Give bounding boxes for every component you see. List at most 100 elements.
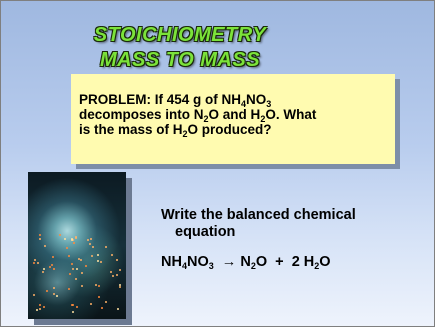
equation-text: + bbox=[275, 254, 284, 270]
spark-dot bbox=[111, 275, 114, 278]
spark-dot bbox=[68, 272, 71, 275]
spark-dot bbox=[75, 267, 78, 270]
spark-dot bbox=[53, 268, 56, 271]
spark-dot bbox=[50, 264, 53, 267]
spark-dot bbox=[95, 284, 98, 287]
subscript: 2 bbox=[203, 114, 209, 124]
spark-dot bbox=[119, 286, 122, 289]
spark-dot bbox=[32, 261, 35, 264]
spark-dot bbox=[119, 284, 122, 287]
spark-dot bbox=[110, 253, 113, 256]
spark-dot bbox=[52, 256, 55, 259]
spark-dot bbox=[85, 264, 88, 267]
spark-dot bbox=[75, 306, 78, 309]
subscript: 2 bbox=[250, 261, 256, 271]
spark-dot bbox=[89, 238, 92, 241]
spark-dot bbox=[116, 274, 119, 277]
spark-dot bbox=[63, 238, 66, 241]
subscript: 2 bbox=[260, 114, 266, 124]
title-line-1: STOICHIOMETRY bbox=[93, 24, 267, 46]
spark-dot bbox=[97, 284, 100, 287]
slide-title: STOICHIOMETRY MASS TO MASS bbox=[65, 23, 295, 73]
spark-dot bbox=[52, 292, 55, 295]
spark-dot bbox=[98, 296, 101, 299]
spark-dot bbox=[32, 294, 35, 297]
spark-dot bbox=[90, 303, 93, 306]
equation-text: N bbox=[240, 254, 251, 270]
spark-dot bbox=[74, 237, 77, 240]
equation-text: O bbox=[319, 254, 331, 270]
spark-dot bbox=[42, 268, 45, 271]
problem-text: PROBLEM: If 454 g of NH bbox=[79, 92, 242, 107]
equation-text: NO bbox=[186, 254, 209, 270]
spark-dot bbox=[39, 233, 42, 236]
spark-dot bbox=[73, 242, 76, 245]
spark-dot bbox=[100, 260, 102, 263]
spark-dot bbox=[55, 294, 58, 297]
balanced-equation: NH4NO3 → N2O + 2 H2O bbox=[161, 254, 331, 271]
spark-dot bbox=[101, 307, 104, 309]
spark-dot bbox=[72, 303, 75, 306]
spark-dot bbox=[52, 287, 55, 290]
problem-box: PROBLEM: If 454 g of NH4NO3 decomposes i… bbox=[71, 74, 395, 164]
spark-dot bbox=[105, 301, 108, 304]
instruction-line-1: Write the balanced chemical bbox=[161, 207, 356, 223]
subscript: 2 bbox=[182, 129, 188, 139]
subscript: 4 bbox=[181, 261, 187, 271]
spark-dot bbox=[96, 253, 99, 256]
spark-dot bbox=[66, 247, 69, 250]
spark-dot bbox=[72, 311, 75, 314]
instruction-text: Write the balanced chemical equation bbox=[161, 207, 421, 241]
spark-dot bbox=[48, 266, 51, 269]
spark-dot bbox=[34, 258, 37, 261]
spark-dot bbox=[91, 255, 94, 258]
spark-dot bbox=[116, 258, 119, 261]
spark-dot bbox=[70, 239, 73, 242]
spark-dot bbox=[86, 239, 89, 242]
spark-dot bbox=[58, 234, 61, 237]
problem-line-3: is the mass of H2O produced? bbox=[79, 122, 387, 139]
spark-dot bbox=[89, 243, 92, 246]
spark-dot bbox=[97, 259, 100, 262]
spark-dot bbox=[39, 237, 42, 240]
subscript: 3 bbox=[266, 99, 272, 109]
spark-dot bbox=[81, 271, 84, 274]
spark-dot bbox=[80, 259, 83, 262]
subscript: 4 bbox=[241, 99, 247, 109]
title-line-2: MASS TO MASS bbox=[99, 49, 261, 71]
spark-dot bbox=[91, 245, 94, 248]
spark-dot bbox=[45, 289, 48, 292]
spark-dot bbox=[70, 262, 73, 265]
spark-dot bbox=[44, 245, 47, 248]
spark-dot bbox=[71, 268, 74, 271]
problem-text: O. What bbox=[265, 107, 317, 122]
problem-text: decomposes into N bbox=[79, 107, 204, 122]
instruction-line-2: equation bbox=[175, 224, 236, 240]
spark-dot bbox=[118, 268, 121, 271]
spark-dot bbox=[36, 262, 39, 265]
spark-dot bbox=[71, 304, 74, 307]
problem-line-1: PROBLEM: If 454 g of NH4NO3 bbox=[79, 92, 387, 109]
equation-text: O bbox=[255, 254, 268, 270]
spark-dot bbox=[80, 285, 83, 288]
spark-dot bbox=[39, 307, 41, 310]
spark-dot bbox=[68, 287, 71, 290]
spark-dot bbox=[105, 245, 108, 248]
explosion-photo bbox=[28, 172, 126, 319]
equation-text: 2 H bbox=[291, 254, 315, 270]
problem-text: O and H bbox=[208, 107, 261, 122]
spark-dot bbox=[42, 305, 45, 308]
arrow-icon: → bbox=[221, 254, 237, 270]
subscript: 2 bbox=[314, 261, 320, 271]
spark-dot bbox=[68, 255, 71, 258]
spark-dot bbox=[117, 308, 120, 310]
subscript: 3 bbox=[208, 261, 214, 271]
spark-dot bbox=[70, 238, 73, 241]
spark-dot bbox=[41, 271, 44, 274]
problem-line-2: decomposes into N2O and H2O. What bbox=[79, 107, 387, 124]
spark-dot bbox=[78, 257, 81, 260]
equation-text: NH bbox=[161, 254, 182, 270]
problem-text: NO bbox=[246, 92, 267, 107]
spark-dot bbox=[38, 304, 41, 307]
